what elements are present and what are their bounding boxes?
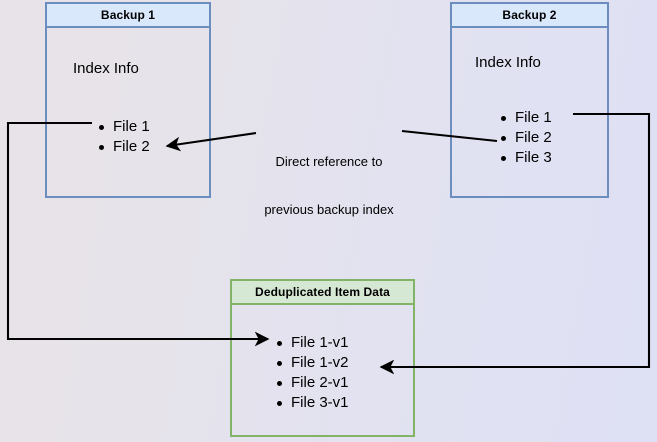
list-item: File 1: [499, 108, 552, 128]
node-deduplicated-item-data[interactable]: Deduplicated Item Data File 1-v1 File 1-…: [230, 279, 415, 437]
annotation-direct-reference-line-2: previous backup index: [264, 202, 394, 217]
list-item: File 1: [97, 117, 150, 137]
node-deduplicated-item-data-file-list: File 1-v1 File 1-v2 File 2-v1 File 3-v1: [275, 333, 349, 413]
annotation-direct-reference-line-1: Direct reference to: [275, 154, 383, 169]
node-backup-2-index-label: Index Info: [475, 54, 541, 71]
list-item: File 3: [499, 148, 552, 168]
list-item: File 1-v1: [275, 333, 349, 353]
list-item: File 2: [499, 128, 552, 148]
node-backup-1-file-list: File 1 File 2: [97, 117, 150, 157]
node-backup-2[interactable]: Backup 2 Index Info File 1 File 2 File 3: [450, 2, 609, 198]
list-item: File 2-v1: [275, 373, 349, 393]
list-item: File 2: [97, 137, 150, 157]
node-backup-1[interactable]: Backup 1 Index Info File 1 File 2: [45, 2, 211, 198]
node-deduplicated-item-data-header: Deduplicated Item Data: [232, 281, 413, 305]
node-backup-1-header: Backup 1: [47, 4, 209, 28]
annotation-direct-reference: Direct reference to previous backup inde…: [262, 122, 396, 250]
node-backup-1-index-label: Index Info: [73, 60, 139, 77]
list-item: File 1-v2: [275, 353, 349, 373]
node-backup-2-file-list: File 1 File 2 File 3: [499, 108, 552, 168]
node-backup-2-header: Backup 2: [452, 4, 607, 28]
list-item: File 3-v1: [275, 393, 349, 413]
